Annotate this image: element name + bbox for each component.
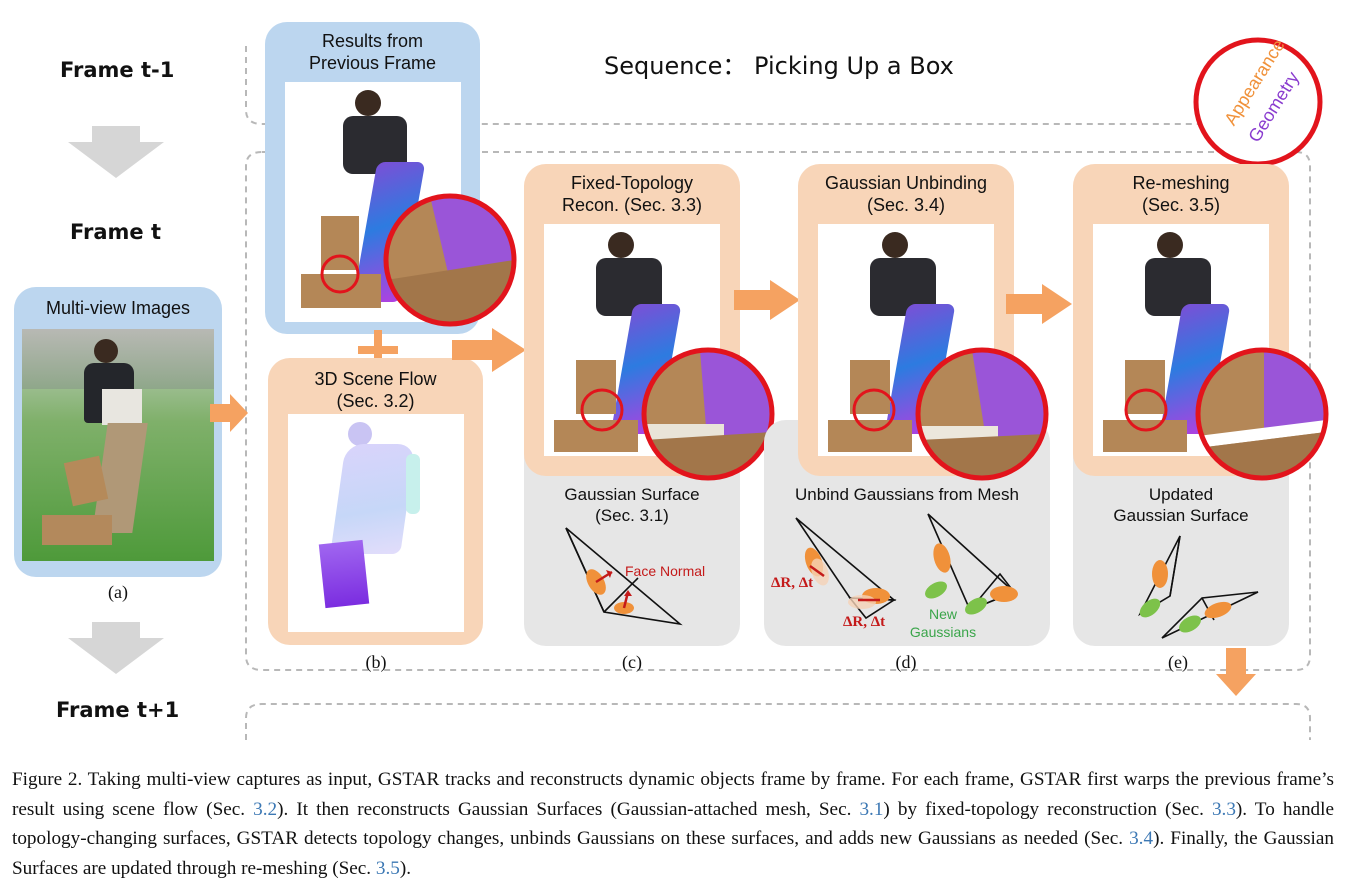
- label-c: (c): [622, 652, 642, 672]
- unbind-head: [882, 232, 908, 258]
- gaussian-surface-l1: Gaussian Surface: [564, 485, 700, 504]
- caption-ref-2[interactable]: 3.1: [859, 798, 884, 820]
- updated-surface-caption: Updated Gaussian Surface: [1073, 484, 1289, 526]
- caption-ref-4[interactable]: 3.4: [1129, 828, 1154, 849]
- previous-title: Results from Previous Frame: [265, 30, 480, 74]
- label-d: (d): [895, 652, 917, 672]
- gaussian-surface-l2: (Sec. 3.1): [595, 506, 669, 525]
- delta-label-1: ΔR, Δt: [771, 575, 814, 591]
- zoom-ring-fixed: [580, 347, 775, 481]
- unbind-caption: Unbind Gaussians from Mesh: [795, 485, 1019, 504]
- gaussian-surface-caption: Gaussian Surface (Sec. 3.1): [524, 484, 740, 526]
- multiview-image: [22, 329, 214, 561]
- previous-title-l1: Results from: [321, 31, 424, 51]
- remesh-head: [1157, 232, 1183, 258]
- arrow-icon-bc: [452, 328, 526, 372]
- down-arrow-icon-bottom: [68, 622, 164, 674]
- frame-label-next: Frame t+1: [56, 698, 180, 722]
- unbind-box: [850, 360, 890, 414]
- label-b: (b): [365, 652, 387, 672]
- unbinding-title-l1: Gaussian Unbinding: [824, 173, 988, 193]
- caption-part-3: ) by fixed-topology reconstruction (Sec.: [883, 798, 1212, 820]
- scene-flow-image: [288, 414, 464, 632]
- person-shirt: [102, 389, 142, 425]
- fixed-title-l2: Recon. (Sec. 3.3): [561, 195, 703, 215]
- caption-ref-5[interactable]: 3.5: [375, 857, 400, 879]
- sequence-title: Sequence： Picking Up a Box: [604, 52, 954, 80]
- arrow-icon-de: [1006, 284, 1072, 324]
- arrow-icon-cd: [734, 280, 800, 320]
- scene-flow-panel: 3D Scene Flow (Sec. 3.2): [268, 358, 483, 645]
- new-gaussians-l2: Gaussians: [909, 624, 977, 640]
- caption-part-1: Figure 2. Taking multi-view captures as …: [12, 769, 1334, 820]
- caption-ref-3[interactable]: 3.3: [1211, 798, 1236, 820]
- remesh-floor-box: [1103, 420, 1187, 452]
- multiview-title: Multi-view Images: [45, 298, 191, 318]
- unbind-floor-box: [828, 420, 912, 452]
- fixed-head: [608, 232, 634, 258]
- updated-surface-diagram: [1138, 535, 1259, 639]
- fixed-title-l1: Fixed-Topology: [570, 173, 694, 193]
- remeshing-panel: Re-meshing (Sec. 3.5): [1073, 164, 1289, 476]
- remesh-title-l1: Re-meshing: [1132, 173, 1230, 193]
- remeshing-title: Re-meshing (Sec. 3.5): [1073, 172, 1289, 216]
- flow-body: [330, 444, 416, 554]
- updated-l2: Gaussian Surface: [1113, 506, 1249, 525]
- plus-icon: [358, 330, 398, 370]
- zoom-ring-unbinding: [852, 347, 1049, 481]
- face-normal-label: Face Normal: [625, 563, 706, 579]
- person-silhouette: [94, 339, 118, 363]
- new-gaussians-label: New Gaussians: [906, 605, 980, 641]
- multiview-panel: Multi-view Images: [14, 287, 222, 577]
- unbinding-title: Gaussian Unbinding (Sec. 3.4): [798, 172, 1014, 216]
- caption-part-2: ). It then reconstructs Gaussian Surface…: [277, 798, 860, 820]
- frame-outlines: [245, 46, 1311, 740]
- flow-arm: [406, 454, 420, 514]
- caption-part-5: ). Finally, the Gaussian Surfaces are up…: [12, 828, 1335, 879]
- unbind-diagram: [795, 513, 1018, 620]
- delta-label-2: ΔR, Δt: [843, 614, 886, 630]
- remesh-title-l2: (Sec. 3.5): [1141, 195, 1221, 215]
- down-arrow-icon-top: [68, 126, 164, 178]
- remesh-box: [1125, 360, 1165, 414]
- gaussian-surface-diagram: [565, 527, 683, 626]
- remeshing-image: [1093, 224, 1269, 456]
- updated-l1: Updated: [1148, 485, 1214, 504]
- flow-box: [318, 539, 370, 609]
- caption-part-4: ). To handle topology-changing surfaces,…: [12, 798, 1334, 850]
- label-e: (e): [1168, 652, 1188, 672]
- flow-head: [348, 422, 372, 446]
- label-a: (a): [108, 582, 128, 602]
- figure-caption: Figure 2. Taking multi-view captures as …: [12, 765, 1334, 883]
- zoom-ring-previous: [320, 193, 517, 327]
- previous-title-l2: Previous Frame: [308, 53, 437, 73]
- frame-label-current: Frame t: [70, 220, 162, 244]
- box-floor: [42, 515, 112, 545]
- fixed-floor-box: [554, 420, 638, 452]
- prev-head: [355, 90, 381, 116]
- caption-part-6: ).: [399, 857, 412, 879]
- zoom-ring-remeshing: [1124, 347, 1329, 481]
- unbinding-title-l2: (Sec. 3.4): [866, 195, 946, 215]
- caption-ref-1[interactable]: 3.2: [253, 798, 278, 820]
- scene-flow-title-l2: (Sec. 3.2): [336, 391, 415, 411]
- frame-label-prev: Frame t-1: [60, 58, 175, 82]
- scene-flow-title: 3D Scene Flow (Sec. 3.2): [268, 368, 483, 412]
- new-gaussians-l1: New: [928, 606, 957, 622]
- arrow-icon-ab: [210, 394, 248, 432]
- scene-flow-title-l1: 3D Scene Flow: [314, 369, 437, 389]
- fixed-topology-title: Fixed-Topology Recon. (Sec. 3.3): [524, 172, 740, 216]
- arrow-icon-down-e: [1216, 648, 1256, 696]
